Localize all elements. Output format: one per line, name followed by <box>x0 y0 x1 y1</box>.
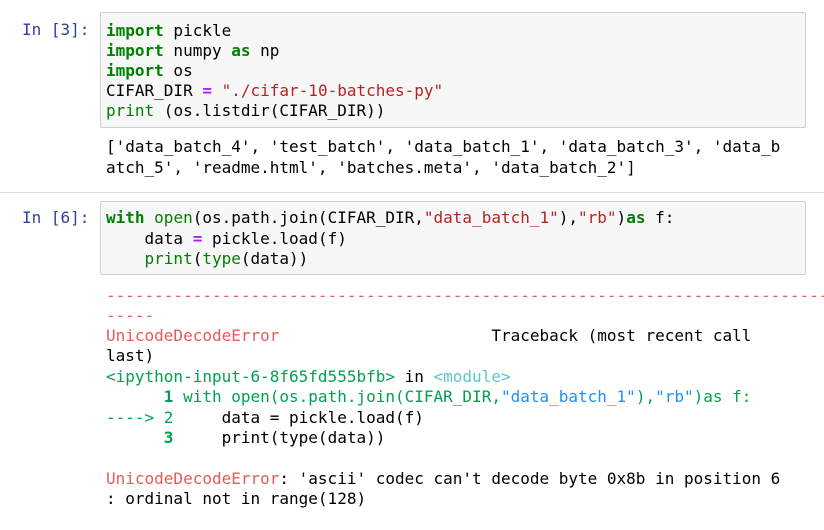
cell-1-code-input[interactable] <box>100 12 806 128</box>
cell-2-prompt: In [6]: <box>22 208 90 227</box>
traceback-frame-line: ----> 2 data = pickle.load(f) <box>106 408 424 429</box>
line-number: 3 <box>106 428 174 447</box>
code-text: in <box>394 367 434 386</box>
traceback-dash-line: ----- <box>106 306 155 325</box>
operator: = <box>202 81 212 100</box>
traceback-frame-line: 1 with open(os.path.join(CIFAR_DIR,"data… <box>106 387 752 408</box>
code-text: (os.path.join(CIFAR_DIR, <box>192 208 424 227</box>
code-line: print(type(data)) <box>106 249 309 270</box>
cell-1-output-line: atch_5', 'readme.html', 'batches.meta', … <box>106 158 636 177</box>
builtin: print <box>106 101 155 120</box>
operator: = <box>192 229 203 248</box>
code-text: numpy <box>163 41 232 60</box>
code-text: CIFAR_DIR <box>106 81 203 100</box>
code-text: f: <box>645 208 675 227</box>
error-name: UnicodeDecodeError <box>106 326 280 345</box>
frame-code: ), <box>635 387 656 406</box>
keyword: with <box>106 208 145 227</box>
string-literal: "data_batch_1" <box>423 208 559 227</box>
string-literal: "rb" <box>578 208 617 227</box>
frame-code: with open(os.path.join(CIFAR_DIR, <box>173 387 501 406</box>
cell-2-code-input[interactable] <box>100 201 806 275</box>
code-line: print (os.listdir(CIFAR_DIR)) <box>106 101 385 122</box>
frame-string: "data_batch_1" <box>500 387 636 406</box>
traceback-location: <ipython-input-6-8f65fd555bfb> in <modul… <box>106 367 511 388</box>
code-text: np <box>250 41 280 60</box>
error-arrow: ----> 2 <box>106 408 174 427</box>
code-line: import pickle <box>106 21 231 42</box>
traceback-label: Traceback (most recent call <box>279 326 752 345</box>
error-name: UnicodeDecodeError <box>106 469 280 488</box>
code-text <box>106 249 145 268</box>
string-literal: "./cifar-10-batches-py" <box>221 81 444 100</box>
code-text <box>212 81 222 100</box>
error-text: : 'ascii' codec can't decode byte 0x8b i… <box>279 469 781 488</box>
frame-code: data = pickle.load(f) <box>173 408 424 427</box>
frame-code: )as f: <box>693 387 752 406</box>
traceback-frame-line: 3 print(type(data)) <box>106 428 386 449</box>
cell-separator <box>0 192 824 193</box>
code-text: pickle <box>163 21 232 40</box>
builtin: type <box>202 249 241 268</box>
traceback-dash-line: ----------------------------------------… <box>106 286 824 305</box>
frame-code: print(type(data)) <box>173 428 386 447</box>
traceback-header: UnicodeDecodeError Traceback (most recen… <box>106 326 751 347</box>
keyword: import <box>106 41 164 60</box>
line-number: 1 <box>106 387 174 406</box>
code-line: import os <box>106 61 193 82</box>
code-text: (os.listdir(CIFAR_DIR)) <box>154 101 386 120</box>
input-ref: <ipython-input-6-8f65fd555bfb> <box>106 367 395 386</box>
code-text: data <box>106 229 193 248</box>
traceback-header-cont: last) <box>106 346 155 365</box>
error-message: UnicodeDecodeError: 'ascii' codec can't … <box>106 469 780 490</box>
code-text: os <box>163 61 193 80</box>
error-message-cont: : ordinal not in range(128) <box>106 489 367 508</box>
code-text: pickle.load(f) <box>202 229 347 248</box>
keyword: as <box>626 208 646 227</box>
code-line: data = pickle.load(f) <box>106 229 347 250</box>
code-line: CIFAR_DIR = "./cifar-10-batches-py" <box>106 81 443 102</box>
code-line: with open(os.path.join(CIFAR_DIR,"data_b… <box>106 208 674 229</box>
code-text: ) <box>616 208 627 227</box>
module-ref: <module> <box>433 367 511 386</box>
cell-1-output-line: ['data_batch_4', 'test_batch', 'data_bat… <box>106 137 781 156</box>
code-text: ), <box>558 208 579 227</box>
code-text <box>145 208 155 227</box>
keyword: import <box>106 61 164 80</box>
cell-1-prompt: In [3]: <box>22 20 90 39</box>
code-text: (data)) <box>240 249 309 268</box>
builtin: open <box>154 208 193 227</box>
code-text: ( <box>192 249 203 268</box>
frame-string: "rb" <box>655 387 694 406</box>
builtin: print <box>144 249 193 268</box>
keyword: as <box>231 41 251 60</box>
code-line: import numpy as np <box>106 41 279 62</box>
keyword: import <box>106 21 164 40</box>
